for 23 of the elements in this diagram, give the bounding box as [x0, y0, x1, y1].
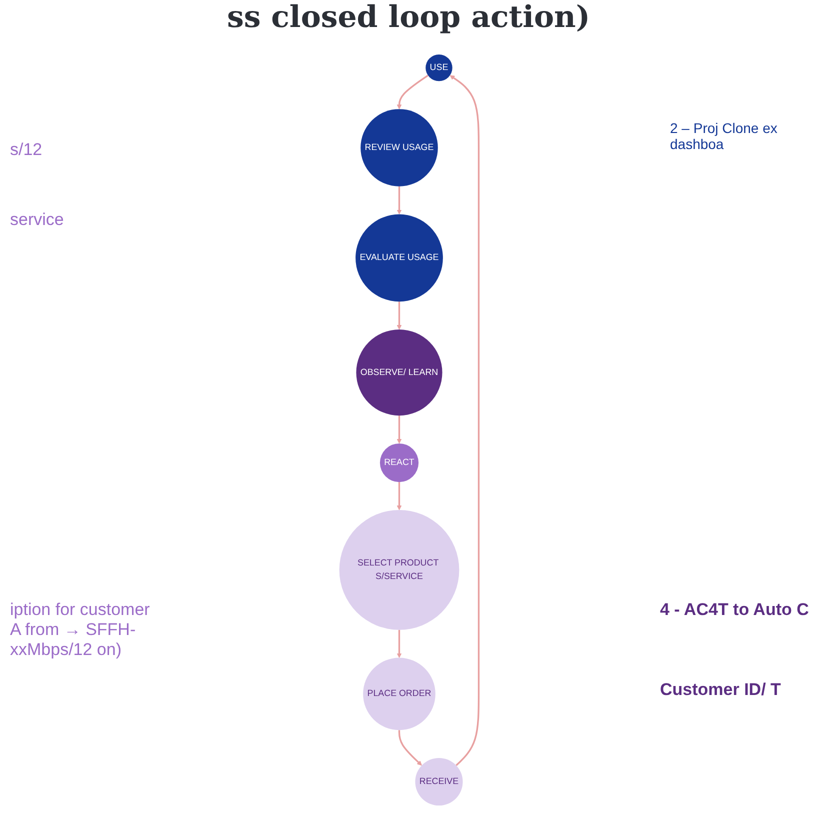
node-circle: PLACE ORDER: [362, 658, 435, 730]
arrow: [396, 186, 402, 214]
arrow: [396, 74, 428, 110]
note-text: Customer ID/ T: [660, 680, 782, 700]
arrow: [396, 482, 402, 510]
arrow: [396, 416, 402, 444]
arrow: [398, 730, 422, 766]
note-text: 4 - AC4T to Auto C: [660, 600, 810, 620]
node-circle: EVALUATE USAGE: [355, 214, 442, 302]
node-circle: USE: [425, 54, 452, 82]
node-circle: SELECT PRODUCT S/SERVICE: [338, 510, 459, 630]
note-text: 2 – Proj Clone ex dashboa: [670, 120, 778, 152]
node-circle: REACT: [379, 443, 418, 482]
title: ss closed loop action): [226, 0, 592, 35]
note-text: iption for customer A from → SFFH-xxMbps/12 on): [10, 600, 151, 660]
arrow: [396, 302, 402, 330]
note-text: s/12: [10, 140, 44, 160]
node-circle: RECEIVE: [414, 758, 462, 806]
node-circle: REVIEW USAGE: [360, 109, 438, 186]
note-text: service: [10, 210, 65, 230]
arrow: [449, 75, 480, 766]
arrow: [396, 630, 402, 658]
node-circle: OBSERVE/ LEARN: [356, 330, 442, 416]
